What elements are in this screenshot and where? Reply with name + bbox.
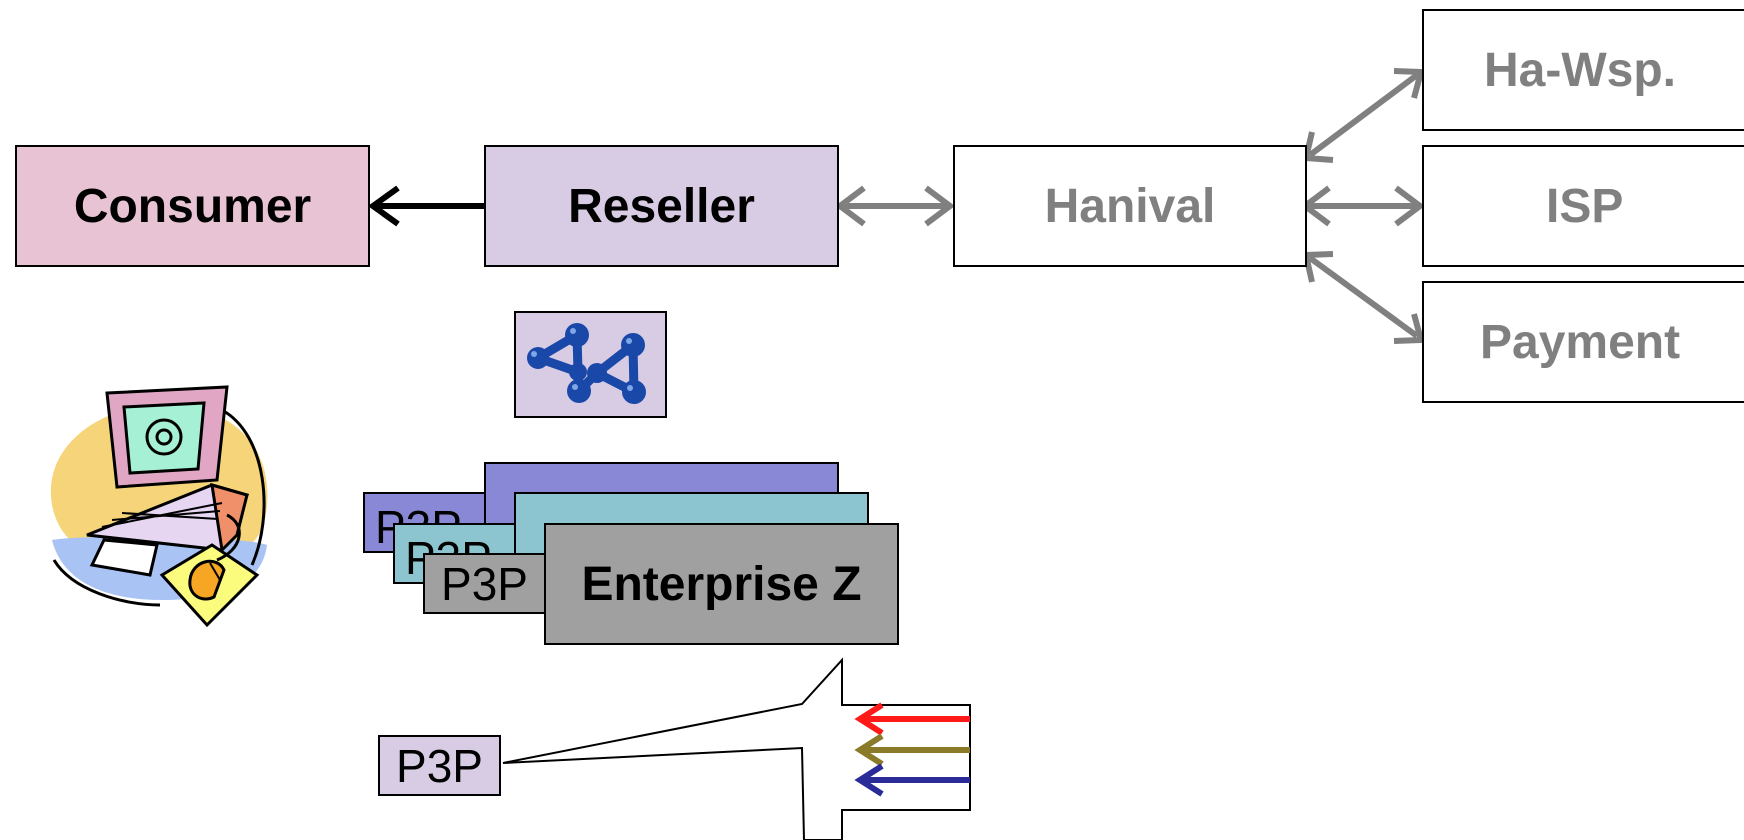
enterprise-z-label: Enterprise Z xyxy=(581,557,862,611)
p3p-bottom-label: P3P xyxy=(396,739,483,792)
network-molecule-icon xyxy=(514,311,667,418)
ha-wsp-box: Ha-Wsp. xyxy=(1422,9,1744,131)
hanival-payment-arrow xyxy=(1302,251,1425,344)
consumer-label: Consumer xyxy=(73,179,312,233)
reseller-box: Reseller xyxy=(484,145,839,267)
ha-wsp-label: Ha-Wsp. xyxy=(1484,43,1676,97)
hanival-isp-arrow xyxy=(1300,185,1425,227)
red-arrow xyxy=(854,702,970,736)
payment-label: Payment xyxy=(1480,315,1681,369)
isp-label: ISP xyxy=(1546,179,1624,233)
p3p-tag-bottom: P3P xyxy=(378,735,501,796)
hanival-label: Hanival xyxy=(1044,179,1216,233)
reseller-hanival-arrow xyxy=(835,185,955,227)
p3p-tag-front: P3P xyxy=(423,553,546,614)
reseller-to-consumer-arrow xyxy=(367,185,485,227)
consumer-box: Consumer xyxy=(15,145,370,267)
policy-flow-arrow xyxy=(502,657,971,840)
p3p-front-label: P3P xyxy=(441,557,528,610)
computer-email-clipart-icon xyxy=(50,385,268,628)
hanival-hawsp-arrow xyxy=(1302,68,1425,163)
olive-arrow xyxy=(854,733,970,767)
isp-box: ISP xyxy=(1422,145,1744,267)
payment-box: Payment xyxy=(1422,281,1744,403)
reseller-label: Reseller xyxy=(568,179,755,233)
enterprise-z-box: Enterprise Z xyxy=(544,523,899,645)
molecule-graphic xyxy=(527,323,646,404)
hanival-box: Hanival xyxy=(953,145,1307,267)
navy-arrow xyxy=(854,763,970,797)
